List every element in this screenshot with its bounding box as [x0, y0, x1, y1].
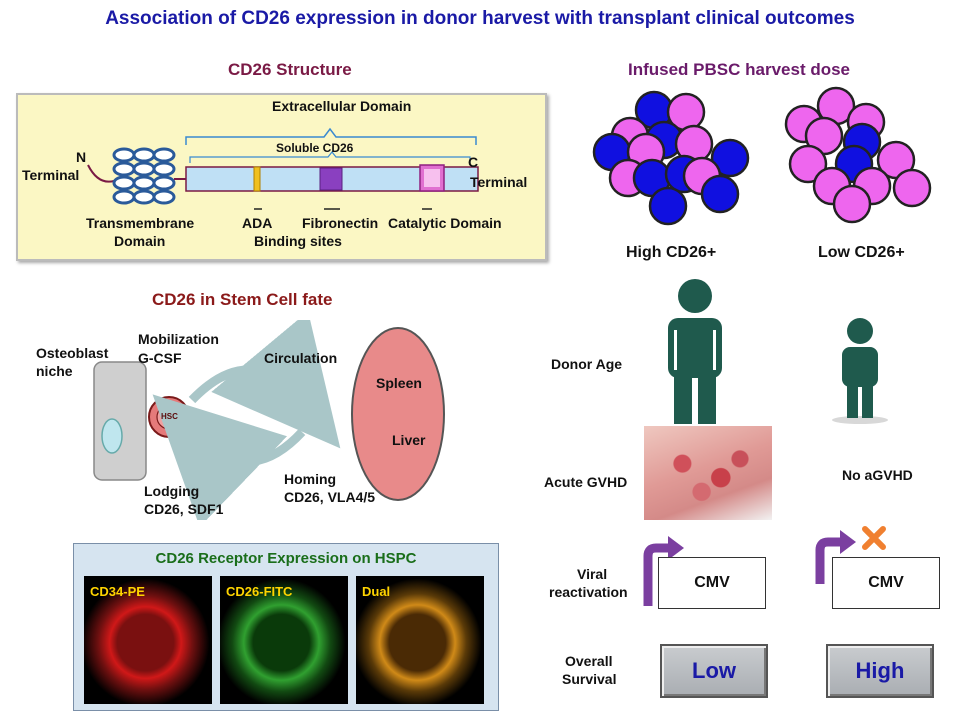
structure-diagram	[87, 127, 479, 210]
donor-age-label: Donor Age	[551, 356, 623, 372]
osteoblast-shape	[93, 361, 147, 481]
viral-arrow-high-icon	[643, 536, 684, 606]
cd26-label: CD26-FITC	[226, 584, 293, 599]
viral-arrow-low-icon	[815, 530, 856, 584]
osteoblast-label: Osteoblast	[36, 345, 109, 361]
niche-label: niche	[36, 363, 73, 379]
cd34-panel: CD34-PE	[84, 576, 212, 704]
mobilization-label: Mobilization	[138, 331, 219, 347]
transmembrane-label: Transmembrane	[86, 215, 195, 231]
high-cd26-label: High CD26+	[626, 244, 717, 261]
gcsf-label: G-CSF	[138, 350, 182, 366]
cell-clusters	[592, 86, 932, 226]
stem-cell-diagram	[93, 320, 445, 520]
catalytic-label: Catalytic Domain	[388, 215, 502, 231]
low-cd26-cluster	[784, 86, 932, 224]
dual-panel: Dual	[356, 576, 484, 704]
binding-sites-label: Binding sites	[254, 233, 342, 249]
survival-label: Survival	[562, 671, 617, 687]
circulation-label: Circulation	[264, 350, 338, 366]
c-terminal-c: C	[468, 154, 479, 170]
soluble-label: Soluble CD26	[276, 141, 354, 155]
receptor-heading: CD26 Receptor Expression on HSPC	[155, 550, 417, 567]
fibronectin-label: Fibronectin	[302, 215, 379, 231]
lodging-factors: CD26, SDF1	[144, 501, 224, 517]
gvhd-rash-image	[644, 426, 772, 520]
adult-person-icon	[668, 279, 722, 424]
no-agvhd-label: No aGVHD	[842, 467, 913, 483]
ada-label: ADA	[242, 215, 273, 231]
organ-ellipse	[351, 327, 445, 501]
page-title: Association of CD26 expression in donor …	[105, 8, 855, 29]
cmv-low-box: CMV	[832, 557, 940, 609]
cd34-label: CD34-PE	[90, 584, 145, 599]
survival-low-cd26-box: High	[826, 644, 934, 698]
transmembrane-domain-label: Domain	[114, 233, 166, 249]
low-cd26-label: Low CD26+	[818, 244, 905, 261]
cmv-high-box: CMV	[658, 557, 766, 609]
dose-heading: Infused PBSC harvest dose	[628, 60, 851, 79]
homing-label: Homing	[284, 471, 337, 487]
liver-label: Liver	[392, 432, 426, 448]
dual-label: Dual	[362, 584, 391, 599]
n-terminal-n: N	[76, 149, 87, 165]
survival-high-cd26-box: Low	[660, 644, 768, 698]
lodging-label: Lodging	[144, 483, 200, 499]
hsc-label: HSC	[161, 412, 178, 421]
reactivation-label: reactivation	[549, 584, 628, 600]
viral-label: Viral	[577, 566, 608, 582]
stem-heading: CD26 in Stem Cell fate	[152, 290, 333, 309]
c-terminal-label: Terminal	[470, 174, 528, 190]
acute-gvhd-label: Acute GVHD	[544, 474, 628, 490]
homing-factors: CD26, VLA4/5	[284, 489, 376, 505]
blocked-cross-icon	[862, 526, 886, 550]
overall-label: Overall	[565, 653, 613, 669]
child-person-icon	[832, 318, 888, 424]
cd26-panel: CD26-FITC	[220, 576, 348, 704]
n-terminal-label: Terminal	[22, 167, 80, 183]
high-cd26-cluster	[592, 90, 750, 226]
receptor-panel: CD26 Receptor Expression on HSPC CD34-PE…	[73, 543, 499, 711]
extracellular-label: Extracellular Domain	[272, 98, 412, 114]
spleen-label: Spleen	[376, 375, 422, 391]
structure-panel: Extracellular Domain Soluble CD26 N Term…	[16, 93, 547, 261]
structure-heading: CD26 Structure	[228, 60, 352, 79]
